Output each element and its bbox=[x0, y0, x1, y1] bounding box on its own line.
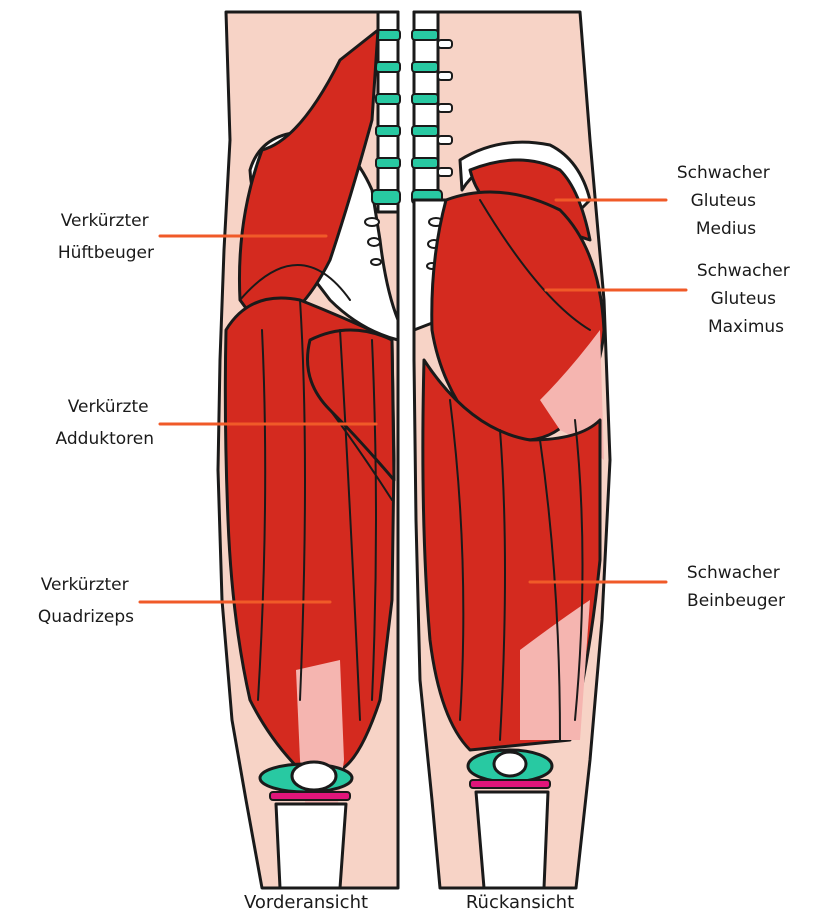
front-spine bbox=[378, 12, 398, 212]
label-quadriceps: Verkürzter Quadrizeps bbox=[38, 575, 134, 627]
label-gluteus-maximus: Schwacher Gluteus Maximus bbox=[697, 261, 795, 337]
front-meniscus bbox=[270, 792, 350, 800]
caption-back-view: Rückansicht bbox=[466, 892, 574, 913]
front-kneecap bbox=[292, 762, 336, 790]
label-gluteus-medius: Schwacher Gluteus Medius bbox=[677, 163, 775, 239]
back-femur-condyle bbox=[494, 752, 526, 776]
front-tibia bbox=[276, 804, 346, 888]
back-view bbox=[412, 12, 610, 888]
front-view bbox=[218, 12, 400, 888]
back-meniscus bbox=[470, 780, 550, 788]
label-adductors: Verkürzte Adduktoren bbox=[56, 397, 154, 449]
back-spine bbox=[414, 12, 438, 212]
label-hip-flexor: Verkürzter Hüftbeuger bbox=[58, 211, 154, 263]
back-tibia bbox=[476, 792, 548, 888]
label-hamstrings: Schwacher Beinbeuger bbox=[687, 563, 785, 611]
caption-front-view: Vorderansicht bbox=[244, 892, 368, 913]
